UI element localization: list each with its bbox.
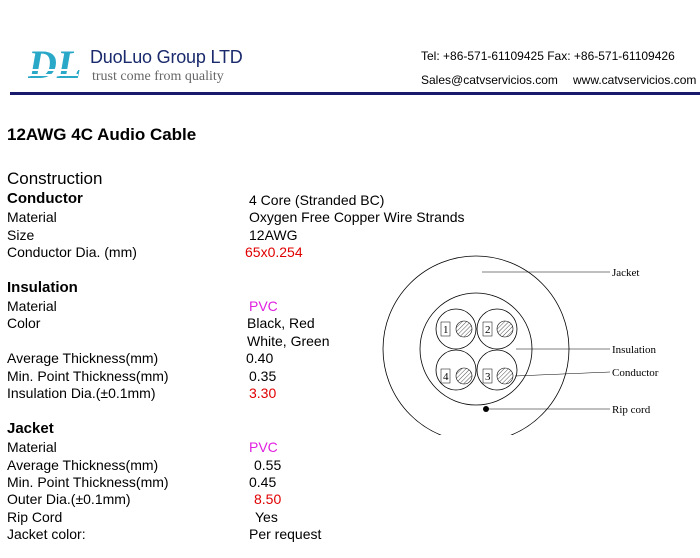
header-divider [10,92,700,95]
company-tagline: trust come from quality [92,69,224,84]
insulation-min-thickness-label: Min. Point Thickness(mm) [7,368,169,384]
conductor-material-value: Oxygen Free Copper Wire Strands [249,209,465,225]
phone-fax: Tel: +86-571-61109425 Fax: +86-571-61109… [421,49,675,63]
insulation-color-value-2: White, Green [247,333,330,349]
jacket-outer-dia-value: 8.50 [254,491,282,507]
core-2-number: 2 [485,324,491,336]
jacket-heading: Jacket [7,420,54,437]
core-4-insulation [435,349,477,391]
logo-letters: DL [28,42,80,86]
core-2-insulation [476,308,518,350]
jacket-min-thickness-label: Min. Point Thickness(mm) [7,474,169,490]
insulation-min-thickness-value: 0.35 [249,368,277,384]
conductor-dia-value: 65x0.254 [245,244,303,260]
insulation-heading: Insulation [7,279,78,296]
jacket-avg-thickness-value: 0.55 [254,457,282,473]
insulation-dia-label: Insulation Dia.(±0.1mm) [7,385,156,401]
inner-bundle-circle [419,292,533,406]
jacket-outer-dia-label: Outer Dia.(±0.1mm) [7,491,131,507]
insulation-dia-value: 3.30 [249,385,277,401]
core-3-number: 3 [485,371,491,383]
jacket-color-value: Per request [249,526,322,542]
core-2-conductor [496,320,514,338]
website-text: www.catvservicios.com [573,73,697,87]
core-1-insulation [435,308,477,350]
rip-cord-value: Yes [255,509,278,525]
insulation-avg-thickness-label: Average Thickness(mm) [7,350,159,366]
rip-cord-dot [483,406,489,412]
core-1-number: 1 [443,324,449,336]
conductor-material-label: Material [7,209,57,225]
conductor-heading: Conductor [7,190,83,207]
jacket-material-label: Material [7,439,57,455]
jacket-color-label: Jacket color: [7,526,86,542]
jacket-callout: Jacket [612,267,639,279]
insulation-avg-thickness-value: 0.40 [246,350,274,366]
conductor-dia-label: Conductor Dia. (mm) [7,244,137,260]
jacket-min-thickness-value: 0.45 [249,474,277,490]
cable-cross-section-diagram: 1 2 3 4 Jacket Insulation Conductor Rip … [382,255,659,435]
rip-cord-label: Rip Cord [7,509,63,525]
insulation-color-value-1: Black, Red [247,315,315,331]
core-4-conductor [455,367,473,385]
rip-cord-callout: Rip cord [612,404,651,416]
jacket-outer-circle [382,255,570,435]
core-1-conductor [455,320,473,338]
core-3-insulation [476,349,518,391]
insulation-color-label: Color [7,315,41,331]
jacket-material-value: PVC [249,439,278,455]
construction-heading: Construction [7,169,103,188]
conductor-size-label: Size [7,227,35,243]
conductor-heading-value: 4 Core (Stranded BC) [249,192,385,208]
company-name: DuoLuo Group LTD [90,47,243,67]
core-4-number: 4 [443,371,449,383]
page-title: 12AWG 4C Audio Cable [7,125,197,144]
conductor-size-value: 12AWG [249,227,298,243]
core-3-conductor [496,367,514,385]
jacket-avg-thickness-label: Average Thickness(mm) [7,457,159,473]
insulation-callout: Insulation [612,344,656,356]
email-text: Sales@catvservicios.com [421,73,558,87]
company-logo: DL [28,42,80,86]
insulation-material-value: PVC [249,298,278,314]
conductor-callout: Conductor [612,367,659,379]
insulation-material-label: Material [7,298,57,314]
